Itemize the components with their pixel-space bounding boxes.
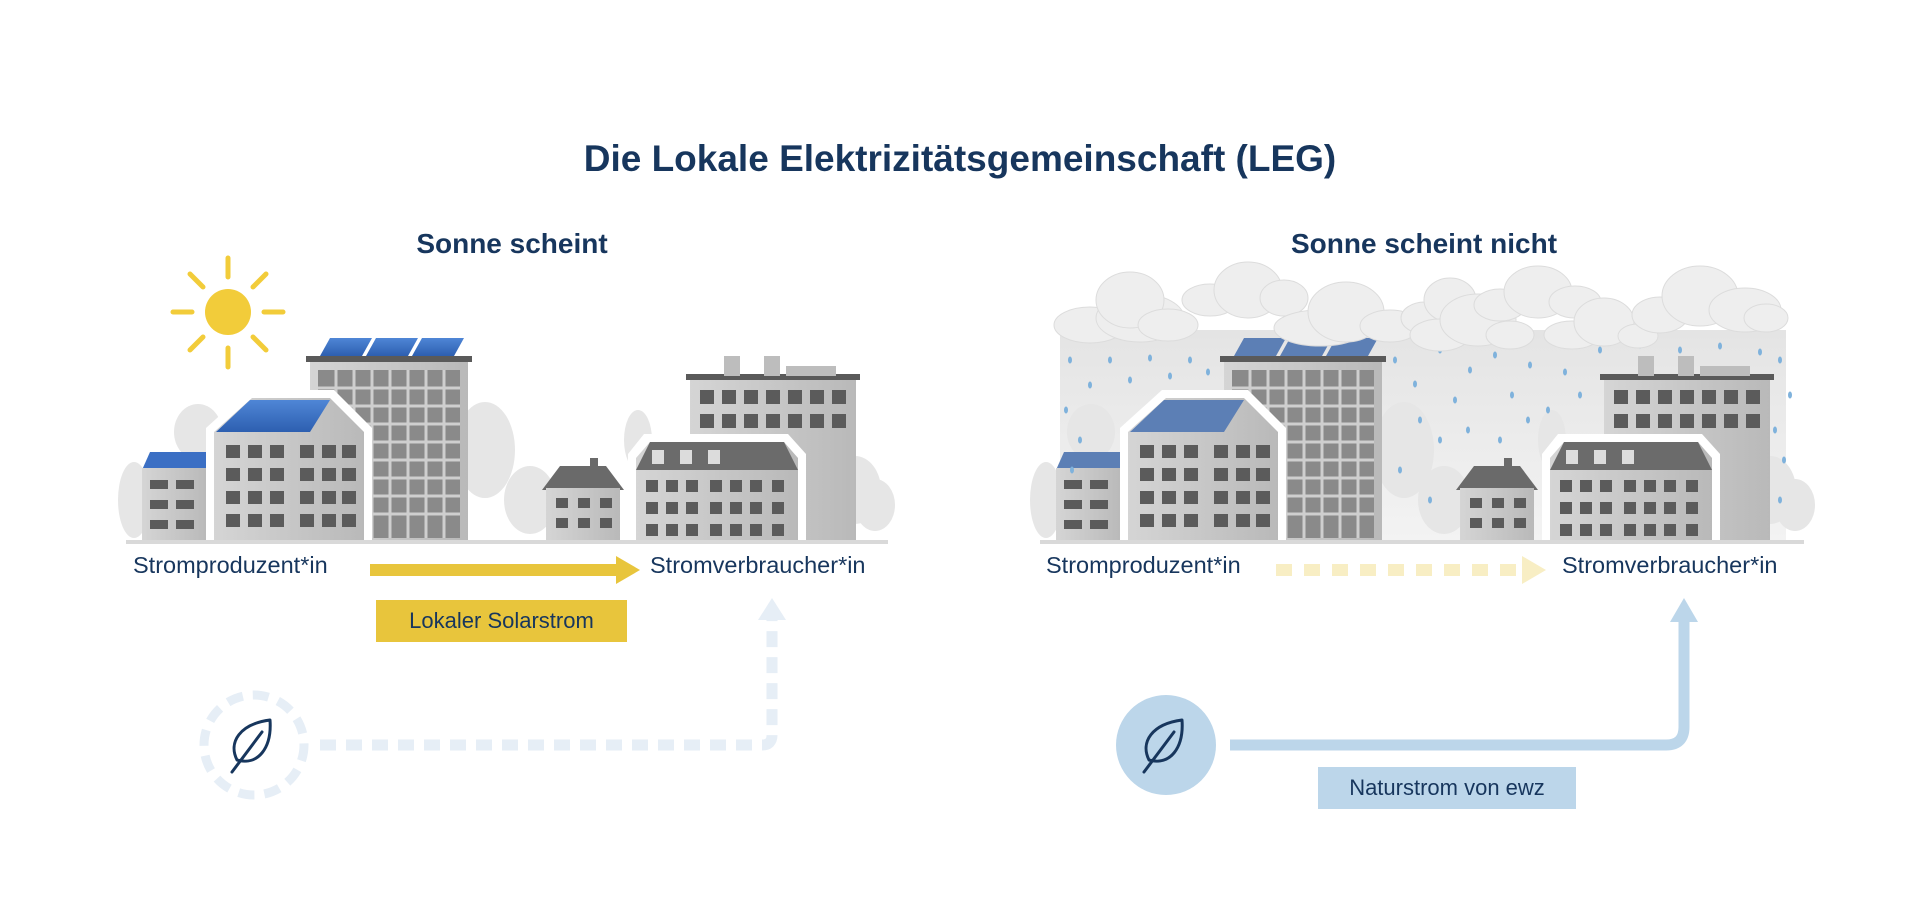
leaf-icon (1142, 718, 1184, 774)
leaf-icon (230, 718, 272, 774)
consumer-house-right (1542, 434, 1720, 542)
left-scene (118, 255, 895, 800)
ground-line (1040, 540, 1804, 544)
producer-house-left (206, 390, 372, 542)
label-consumer-right: Stromverbraucher*in (1562, 552, 1778, 578)
label-producer-left: Stromproduzent*in (133, 552, 328, 578)
consumer-house-left (628, 434, 806, 542)
building-gable-left (542, 458, 624, 542)
page-title: Die Lokale Elektrizitätsgemeinschaft (LE… (583, 138, 1337, 179)
building-small-left (142, 452, 208, 542)
solar-flow-arrow-inactive (1276, 556, 1546, 584)
solar-panel-icon (320, 338, 464, 356)
sun-icon (170, 255, 286, 370)
badge-naturstrom: Naturstrom von ewz (1318, 767, 1576, 809)
heading-sun: Sonne scheint (416, 228, 608, 259)
label-consumer-left: Stromverbraucher*in (650, 552, 866, 578)
heading-no-sun: Sonne scheint nicht (1290, 228, 1558, 259)
cloud-icon (1053, 261, 1789, 352)
right-scene (1030, 261, 1815, 795)
producer-house-right (1120, 390, 1286, 542)
label-producer-right: Stromproduzent*in (1046, 552, 1241, 578)
solar-panel-icon (1130, 400, 1244, 432)
natur-flow-arrow (1116, 598, 1698, 795)
ground-line (126, 540, 888, 544)
solar-panel-icon (216, 400, 330, 432)
building-gable-right (1456, 458, 1538, 542)
natur-flow-arrow-inactive (199, 598, 786, 800)
rain-drops (1064, 341, 1792, 504)
solar-flow-arrow (370, 556, 640, 584)
badge-local-solar: Lokaler Solarstrom (376, 600, 627, 642)
building-small-right (1056, 452, 1122, 542)
